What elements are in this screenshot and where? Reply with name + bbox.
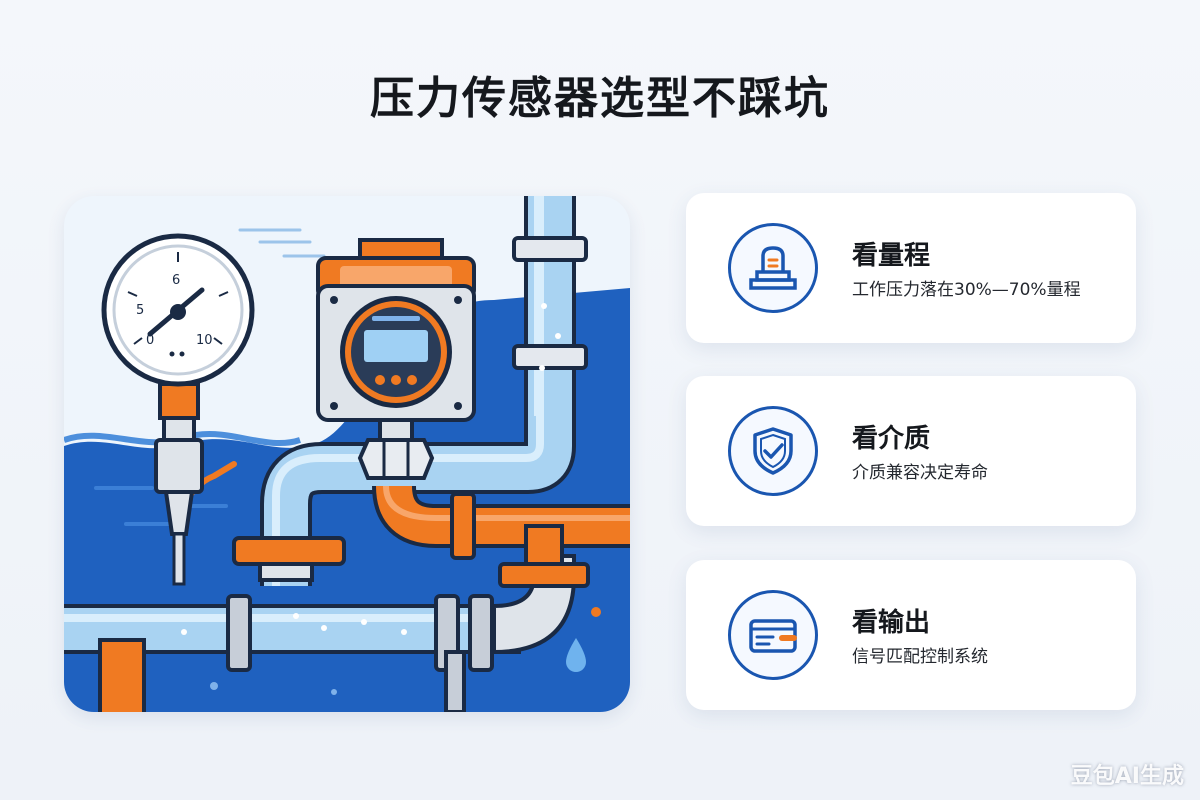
pressure-sensor-icon	[749, 246, 797, 290]
shield-check-icon	[753, 427, 793, 475]
orange-post	[98, 638, 146, 712]
gauge-label-5: 5	[136, 303, 144, 318]
page-title: 压力传感器选型不踩坑	[370, 73, 830, 124]
bubbles-decoration	[181, 303, 561, 695]
water-drop-icon	[566, 638, 586, 672]
gauge-label-0: 0	[146, 333, 154, 348]
card-icon-ring	[728, 590, 818, 680]
card-title: 看介质	[852, 424, 931, 454]
card-output: 看输出 信号匹配控制系统	[686, 560, 1136, 710]
curved-pipe-highlight	[272, 416, 544, 586]
orange-dot	[591, 607, 601, 617]
gauge-label-10: 10	[196, 333, 213, 348]
pipeline-illustration: 6 5 10 0	[64, 196, 630, 712]
card-description: 信号匹配控制系统	[852, 647, 988, 667]
bottom-pipe	[64, 554, 576, 712]
card-description: 介质兼容决定寿命	[852, 463, 988, 483]
vertical-pipe	[512, 196, 588, 423]
pressure-transmitter	[316, 238, 476, 480]
card-range: 看量程 工作压力落在30%—70%量程	[686, 193, 1136, 343]
gauge-label-6: 6	[172, 273, 180, 288]
watermark: 豆包AI生成	[1070, 764, 1184, 789]
card-icon-ring	[728, 223, 818, 313]
signal-output-icon	[749, 619, 797, 653]
orange-pipe	[372, 484, 630, 588]
card-icon-ring	[728, 406, 818, 496]
card-title: 看输出	[852, 608, 931, 638]
pipeline-illustration-svg: 6 5 10 0	[64, 196, 630, 712]
sky-lines-decoration	[238, 228, 326, 258]
card-title: 看量程	[852, 241, 931, 271]
valve-handle	[232, 536, 346, 582]
pressure-gauge: 6 5 10 0	[101, 233, 255, 586]
water-wave-lines	[94, 486, 228, 526]
card-medium: 看介质 介质兼容决定寿命	[686, 376, 1136, 526]
card-description: 工作压力落在30%—70%量程	[852, 280, 1081, 300]
curved-pipe	[264, 416, 572, 586]
